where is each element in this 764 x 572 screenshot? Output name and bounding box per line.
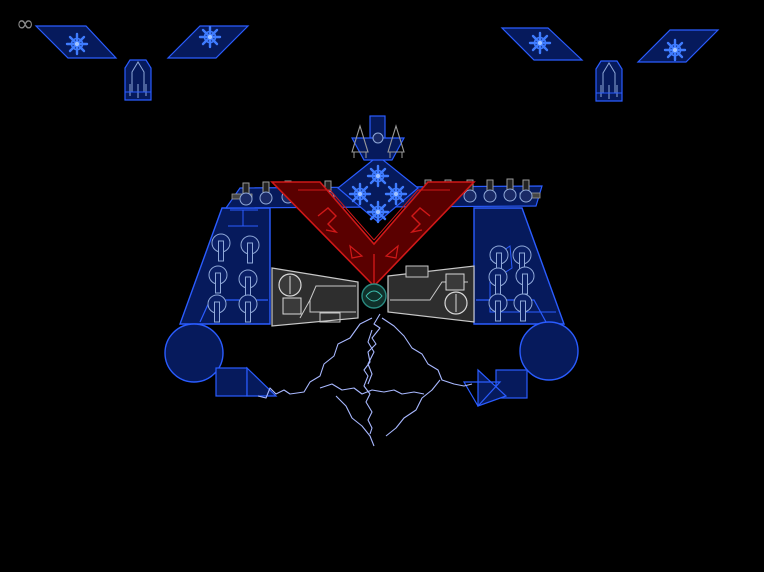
enemy-wing-top-left-a [34,25,118,59]
lightning-icon [257,313,473,447]
gear-flower-icon [366,200,390,224]
boss-right-foot [462,368,528,408]
gear-flower-icon [366,164,390,188]
enemy-wing-top-right-a [500,27,584,61]
boss-right-armor-panel [387,265,475,323]
boss-right-wheel [519,321,579,381]
gear-flower-icon [528,31,552,55]
fighter-ship-icon [124,59,152,101]
gear-flower-icon [198,25,222,49]
boss-left-pod [179,207,271,325]
enemy-wing-top-left-b [166,25,250,59]
boss-top-cannon [350,115,406,161]
core-orb-icon [361,283,387,309]
enemy-wing-top-right-b [636,29,720,63]
gear-flower-icon [384,182,408,206]
gear-flower-icon [663,38,687,62]
boss-left-wheel [164,323,224,383]
boss-right-pod [473,207,565,325]
boss-left-armor-panel [271,267,359,327]
gear-flower-icon [348,182,372,206]
gear-flower-icon [65,32,89,56]
fighter-ship-icon [595,60,623,102]
boss-central-diamond [337,155,419,224]
boss-left-foot [215,366,278,397]
lives-infinity-indicator: ∞ [16,12,35,37]
